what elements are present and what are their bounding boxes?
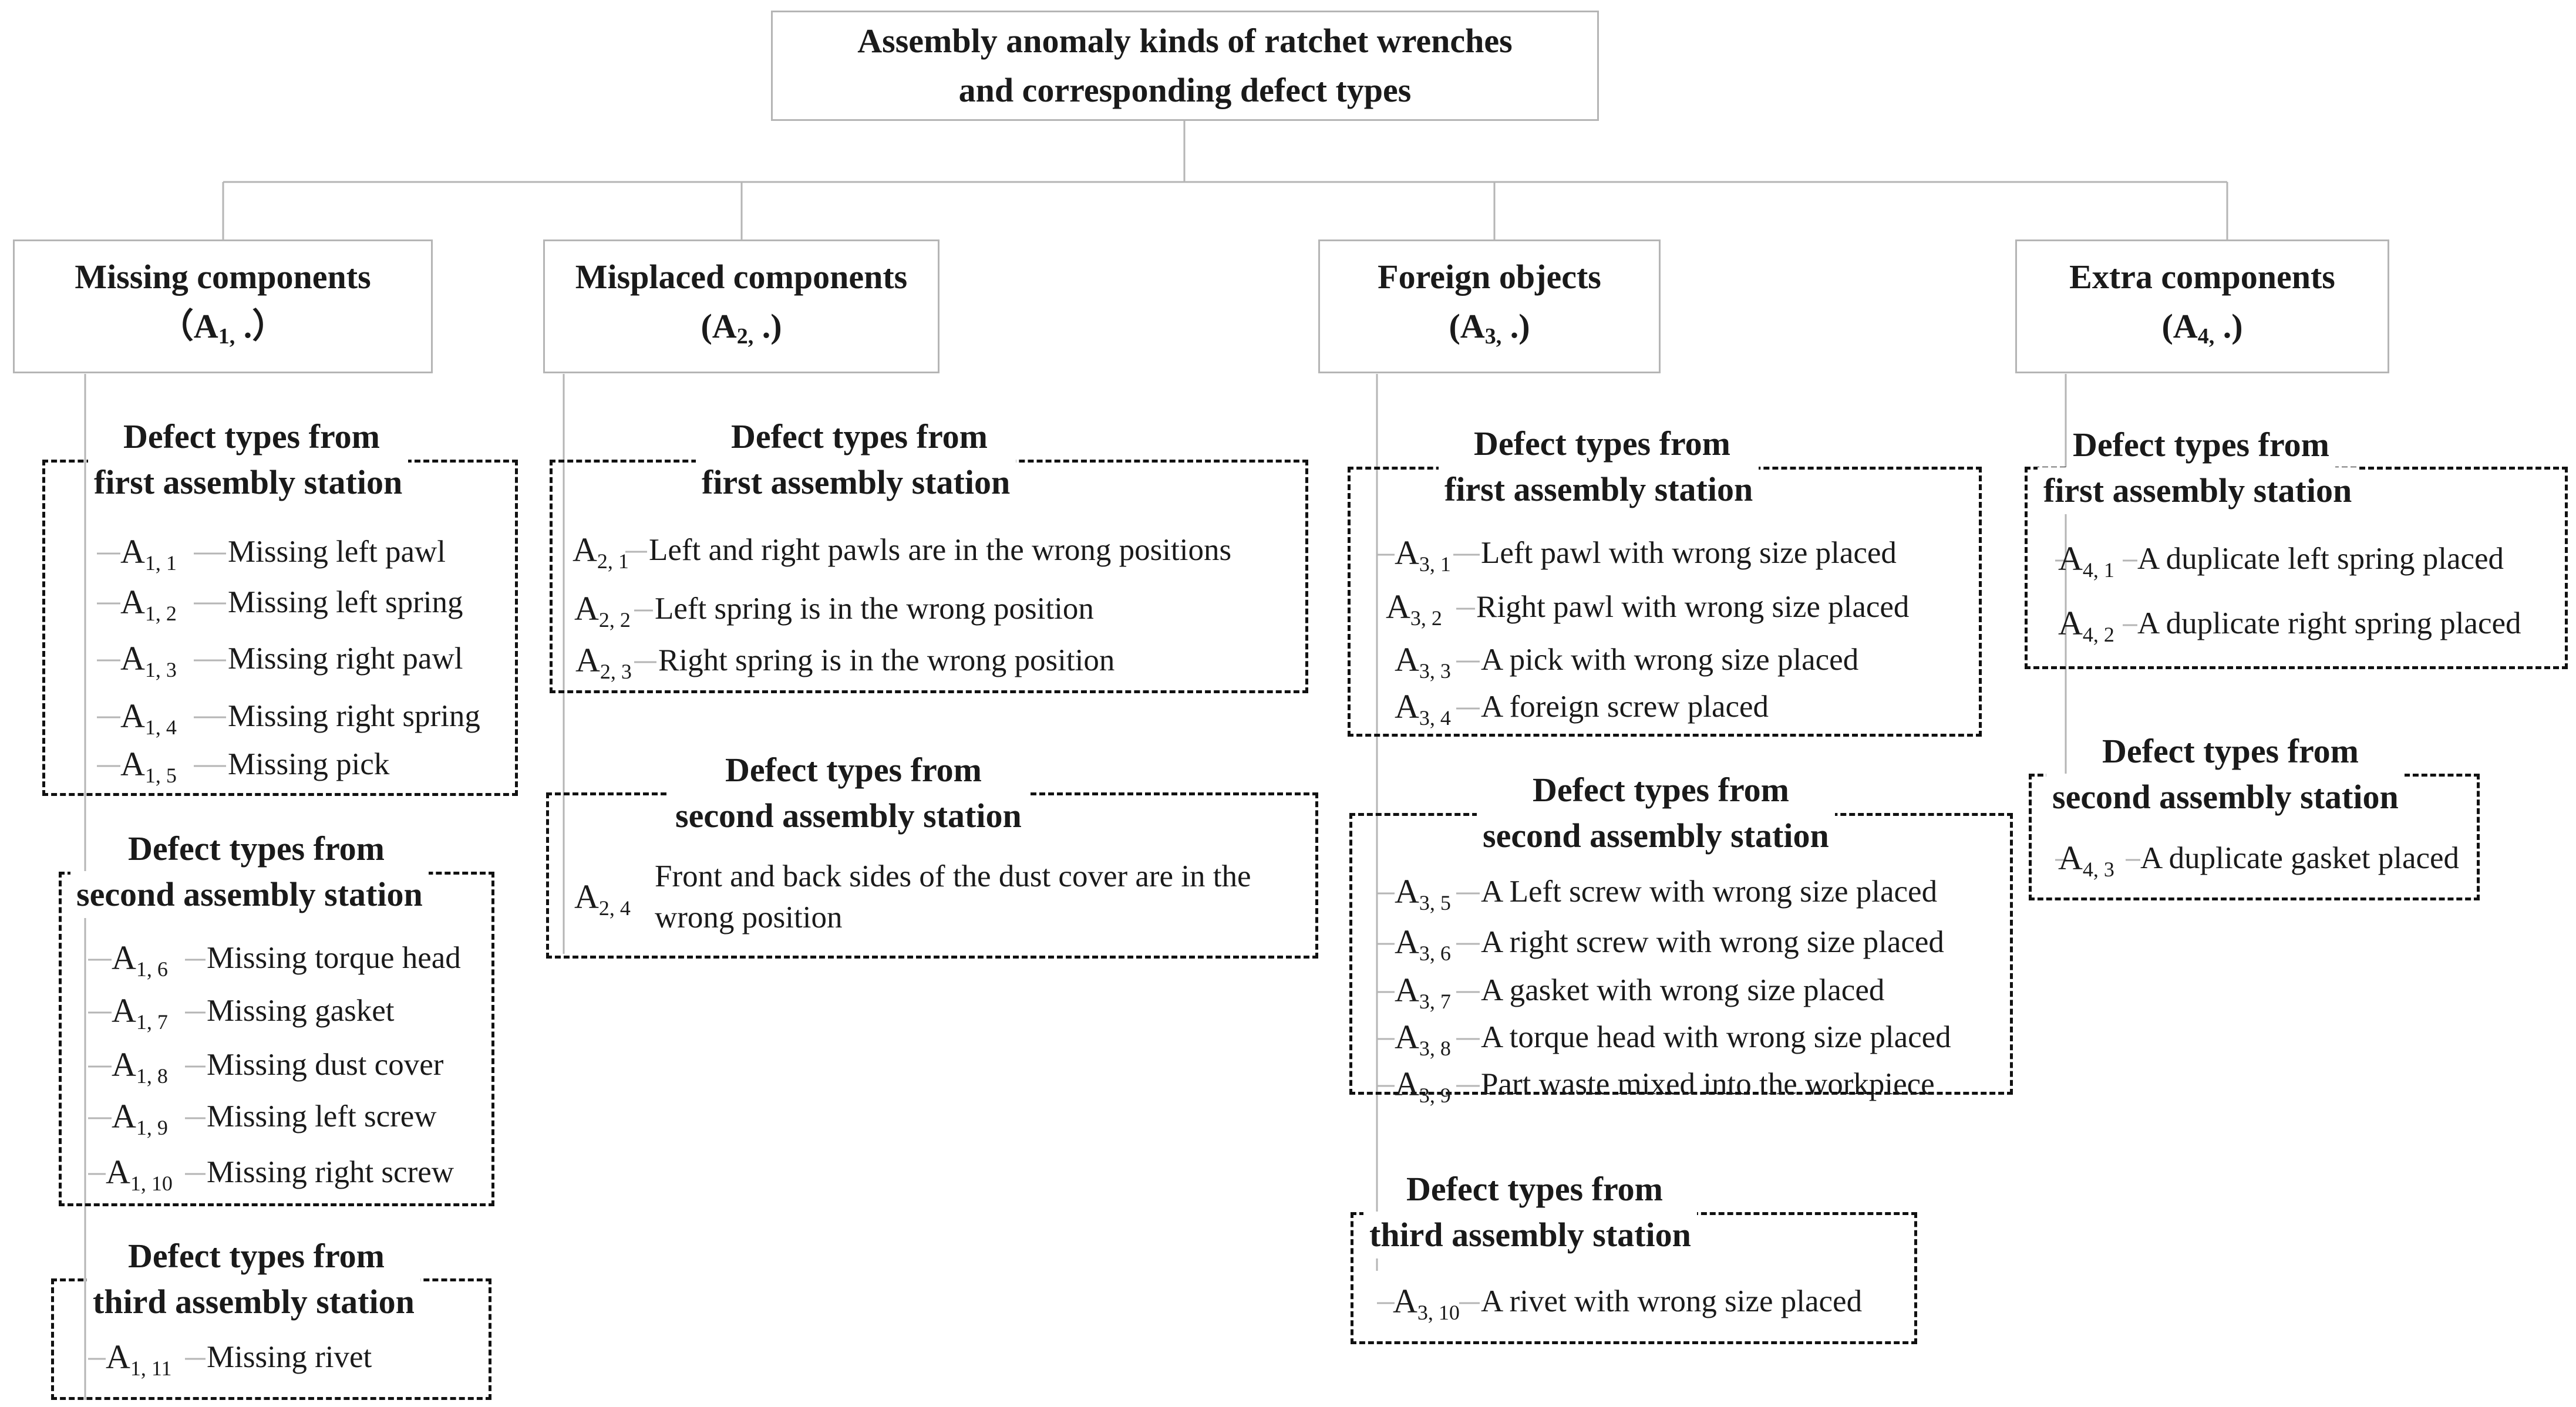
defect-code: A2, 2	[574, 589, 631, 632]
defect-code: A1, 4	[120, 697, 177, 740]
defect-code: A1, 1	[120, 532, 177, 575]
defect-code: A1, 5	[120, 745, 177, 788]
defect-text: A duplicate left spring placed	[2137, 542, 2504, 576]
defect-text: Part waste mixed into the workpiece	[1481, 1067, 1935, 1101]
station-title-a4-first-line1: Defect types from	[2067, 421, 2335, 468]
defect-code: A1, 11	[106, 1338, 172, 1381]
defect-text: Missing left spring	[228, 585, 463, 619]
defect-code: A2, 4	[574, 878, 631, 920]
station-title-a4-first-line2: first assembly station	[2038, 467, 2358, 514]
defect-code: A3, 6	[1395, 923, 1451, 966]
defect-text: A duplicate gasket placed	[2140, 841, 2460, 875]
category-code: (A4, .)	[2161, 306, 2243, 349]
defect-text: Left and right pawls are in the wrong po…	[649, 533, 1232, 567]
defect-code: A1, 8	[112, 1045, 168, 1088]
defect-text: Missing pick	[228, 747, 390, 781]
station-title-a3-first-line2: first assembly station	[1439, 466, 1759, 513]
defect-text: Missing right spring	[228, 699, 480, 733]
category-extra-components: Extra components (A4, .)	[2015, 239, 2389, 373]
defect-code: A1, 10	[106, 1153, 173, 1196]
defect-text: Missing left screw	[207, 1099, 437, 1133]
defect-text: Missing torque head	[207, 941, 461, 975]
category-name: Extra components	[2069, 257, 2335, 296]
station-title-a4-second-line2: second assembly station	[2046, 774, 2405, 821]
station-title-a1-second-line2: second assembly station	[70, 871, 429, 918]
defect-code: A3, 1	[1395, 534, 1451, 576]
defect-text: Left spring is in the wrong position	[655, 592, 1094, 626]
defect-text: Front and back sides of the dust cover a…	[655, 859, 1251, 934]
defect-text: Right pawl with wrong size placed	[1476, 590, 1910, 624]
defect-code: A3, 3	[1395, 640, 1451, 683]
defect-code: A3, 8	[1395, 1018, 1451, 1061]
defect-code: A2, 3	[575, 641, 632, 684]
defect-code: A4, 3	[2058, 839, 2114, 882]
defect-code: A3, 2	[1386, 588, 1442, 630]
station-title-a1-third-line2: third assembly station	[87, 1278, 420, 1325]
station-title-a4-second-line1: Defect types from	[2096, 728, 2365, 775]
defect-text: A duplicate right spring placed	[2137, 606, 2521, 640]
defect-code: A4, 1	[2058, 539, 2114, 582]
root-title-line1: Assembly anomaly kinds of ratchet wrench…	[857, 22, 1513, 60]
category-code: （A1, .）	[159, 306, 287, 349]
defect-code: A3, 5	[1395, 872, 1451, 915]
station-title-a1-first-line2: first assembly station	[88, 459, 409, 506]
defect-text: Missing rivet	[207, 1340, 372, 1374]
station-title-a2-first-line2: first assembly station	[696, 459, 1016, 506]
defect-text: A torque head with wrong size placed	[1481, 1020, 1951, 1054]
category-missing-components: Missing components （A1, .）	[13, 239, 433, 373]
station-title-a2-second-line1: Defect types from	[719, 747, 988, 794]
defect-text: A foreign screw placed	[1481, 690, 1769, 724]
category-code: (A2, .)	[701, 306, 782, 349]
defect-code: A1, 2	[120, 583, 177, 626]
defect-text: A Left screw with wrong size placed	[1481, 875, 1938, 909]
defect-text: A gasket with wrong size placed	[1481, 973, 1885, 1007]
defect-code: A3, 9	[1395, 1065, 1451, 1108]
category-name: Missing components	[75, 257, 371, 296]
defect-text: Left pawl with wrong size placed	[1481, 536, 1897, 570]
station-title-a3-second-line2: second assembly station	[1477, 812, 1835, 859]
defect-text: A right screw with wrong size placed	[1481, 925, 1944, 959]
station-title-a3-second-line1: Defect types from	[1527, 767, 1795, 814]
defect-code: A1, 6	[112, 939, 168, 981]
station-title-a3-third-line2: third assembly station	[1363, 1212, 1697, 1258]
defect-text: A rivet with wrong size placed	[1481, 1284, 1863, 1318]
defect-text: Right spring is in the wrong position	[658, 643, 1115, 677]
defect-code: A3, 7	[1395, 971, 1451, 1014]
defect-code: A2, 1	[573, 531, 629, 573]
station-title-a3-first-line1: Defect types from	[1468, 420, 1736, 467]
root-node: Assembly anomaly kinds of ratchet wrench…	[771, 11, 1599, 121]
station-title-a3-third-line1: Defect types from	[1400, 1166, 1669, 1213]
defect-text: Missing right pawl	[228, 642, 463, 676]
category-misplaced-components: Misplaced components (A2, .)	[543, 239, 940, 373]
defect-code: A1, 7	[112, 991, 168, 1034]
station-title-a2-second-line2: second assembly station	[669, 792, 1028, 839]
category-name: Foreign objects	[1378, 257, 1601, 296]
defect-code: A1, 3	[120, 639, 177, 682]
defect-text: Missing dust cover	[207, 1048, 444, 1082]
station-title-a1-third-line1: Defect types from	[122, 1233, 390, 1280]
defect-text: Missing gasket	[207, 994, 395, 1028]
category-name: Misplaced components	[575, 257, 908, 296]
category-foreign-objects: Foreign objects (A3, .)	[1318, 239, 1661, 373]
defect-code: A3, 4	[1395, 687, 1451, 730]
root-title-line2: and corresponding defect types	[958, 71, 1412, 109]
defect-code: A1, 9	[112, 1097, 168, 1140]
defect-text: Missing left pawl	[228, 535, 446, 569]
station-title-a1-first-line1: Defect types from	[117, 413, 386, 460]
defect-text: Missing right screw	[207, 1155, 454, 1189]
station-title-a2-first-line1: Defect types from	[725, 413, 994, 460]
defect-code: A4, 2	[2058, 604, 2114, 647]
defect-text: A pick with wrong size placed	[1481, 643, 1859, 677]
category-code: (A3, .)	[1449, 306, 1530, 349]
defect-code: A3, 10	[1393, 1282, 1460, 1325]
station-title-a1-second-line1: Defect types from	[122, 825, 390, 872]
